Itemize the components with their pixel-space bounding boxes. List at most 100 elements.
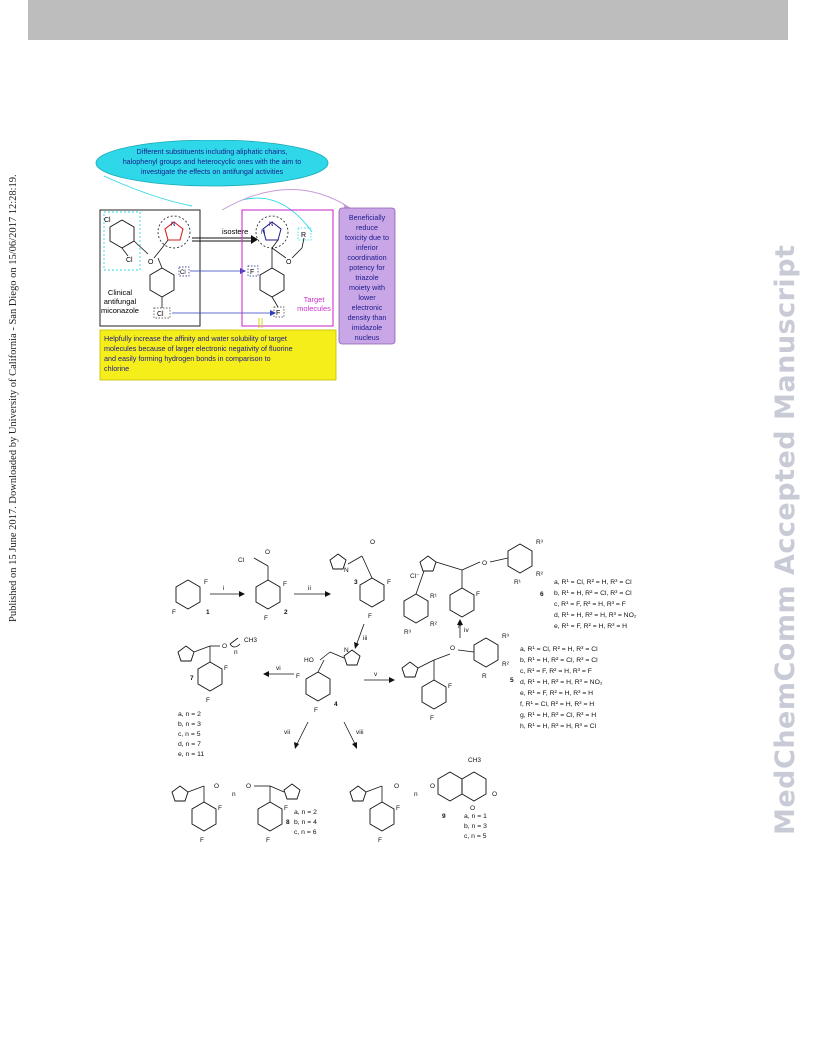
right-caption-2: molecules [297, 304, 331, 313]
atom-r3: R³ [404, 629, 412, 636]
reagent-iii: iii [363, 635, 367, 642]
atom-cl-4: Cl [157, 311, 164, 318]
atom-n-right: N [269, 222, 273, 228]
list-item: b, n = 3 [464, 823, 487, 830]
callout-right-line: toxicity due to [345, 233, 389, 242]
arrow-head [325, 591, 331, 597]
synthesis-scheme: F F 1 i O Cl F F 2 ii N O F F 3 iii HO N… [171, 539, 637, 844]
isostere-arrow-head [251, 235, 258, 244]
callout-right-line: inferior [356, 243, 379, 252]
list-item: e, R¹ = F, R² = H, R³ = H [554, 623, 627, 630]
compound-label-6: 6 [540, 591, 544, 598]
arrow-head [239, 591, 245, 597]
atom-n: N [344, 567, 349, 574]
ring-difluorophenyl [259, 267, 285, 298]
bond [435, 561, 463, 571]
atom-f: F [283, 581, 287, 588]
design-strategy-figure: Different substituents including aliphat… [95, 140, 396, 381]
atom-n: N [344, 647, 349, 654]
atom-r: R [482, 673, 487, 680]
connector-curve-cyan [103, 175, 193, 207]
bond [361, 555, 373, 579]
dichlorophenyl-dashed-box [103, 211, 141, 271]
atom-o: O [222, 643, 227, 650]
bond [365, 785, 383, 793]
ring-benzyl-compound-6 [507, 543, 533, 574]
atom-f: F [396, 805, 400, 812]
list-item: e, n = 11 [178, 751, 204, 758]
target-box [241, 209, 334, 327]
subscript-n: n [414, 791, 418, 798]
ring-compound-3 [359, 577, 385, 608]
callout-right-line: density than [348, 313, 387, 322]
atom-r2: R² [502, 661, 510, 668]
bond [121, 247, 129, 257]
atom-f: F [284, 805, 288, 812]
atom-r1: R¹ [514, 579, 522, 586]
list-compound-9: a, n = 1 b, n = 3 c, n = 5 [464, 813, 487, 840]
arrow-head [457, 619, 463, 625]
atom-f: F [206, 697, 210, 704]
bond [269, 785, 285, 793]
callout-right-box [338, 207, 396, 345]
triazolium-compound-6 [419, 555, 437, 572]
bond [301, 237, 305, 249]
cl-bottom-box [153, 307, 171, 319]
bond [187, 785, 205, 793]
header-bar [28, 0, 788, 40]
arrow-step-iii [355, 623, 365, 647]
arrow-head [389, 677, 395, 683]
ring-compound-8-left [191, 801, 217, 832]
ring-left-compound-6 [403, 593, 429, 624]
atom-o: O [370, 539, 375, 546]
bond [153, 247, 163, 259]
list-item: b, R¹ = H, R² = Cl, R³ = Cl [520, 657, 598, 664]
list-item: c, n = 5 [464, 833, 487, 840]
callout-right-line: reduce [356, 223, 378, 232]
arrow-head [354, 642, 359, 649]
bond [457, 649, 475, 653]
atom-r2: R² [536, 571, 544, 578]
atom-f: F [172, 609, 176, 616]
compound-label-8: 8 [286, 819, 290, 826]
atom-o: O [265, 549, 270, 556]
bond [417, 659, 435, 669]
atom-f: F [264, 615, 268, 622]
callout-top-line-2: halophenyl groups and heterocyclic ones … [123, 157, 302, 166]
triazole-compound-3 [329, 553, 347, 570]
atom-f: F [458, 623, 462, 630]
callout-bottom-line-4: chlorine [104, 364, 129, 373]
ring-dichlorophenyl [109, 219, 135, 249]
ring-benzyl-compound-5 [473, 637, 499, 668]
reagent-viii: viii [356, 729, 364, 736]
list-item: g, R¹ = H, R² = Cl, R³ = H [520, 712, 596, 719]
reagent-vi: vi [276, 665, 281, 672]
bond [253, 557, 269, 567]
left-caption-1: Clinical [108, 288, 133, 297]
f-dashed-box [247, 265, 259, 277]
atom-f: F [314, 707, 318, 714]
list-compound-5: a, R¹ = Cl, R² = H, R³ = Cl b, R¹ = H, R… [520, 646, 603, 730]
f-bottom-box [273, 306, 285, 318]
atom-f: F [387, 579, 391, 586]
bond [461, 561, 481, 571]
atom-f: F [200, 837, 204, 844]
atom-f: F [448, 683, 452, 690]
atom-ch3: CH3 [244, 637, 257, 644]
list-item: a, n = 2 [294, 809, 317, 816]
bond [161, 239, 169, 249]
right-caption-1: Target [304, 295, 326, 304]
atom-f: F [204, 579, 208, 586]
list-item: b, n = 4 [294, 819, 317, 826]
atom-f: F [430, 715, 434, 722]
bond [271, 296, 279, 308]
compound-label-1: 1 [206, 609, 210, 616]
callout-right-line: Beneficially [349, 213, 386, 222]
compound-label-5: 5 [510, 677, 514, 684]
triazole-compound-5 [401, 661, 419, 678]
atom-o: O [492, 791, 497, 798]
atom-o: O [482, 560, 487, 567]
list-item: b, n = 3 [178, 721, 201, 728]
atom-n-left: N [171, 222, 175, 228]
list-compound-6: a, R¹ = Cl, R² = H, R³ = Cl b, R¹ = H, R… [554, 579, 637, 630]
